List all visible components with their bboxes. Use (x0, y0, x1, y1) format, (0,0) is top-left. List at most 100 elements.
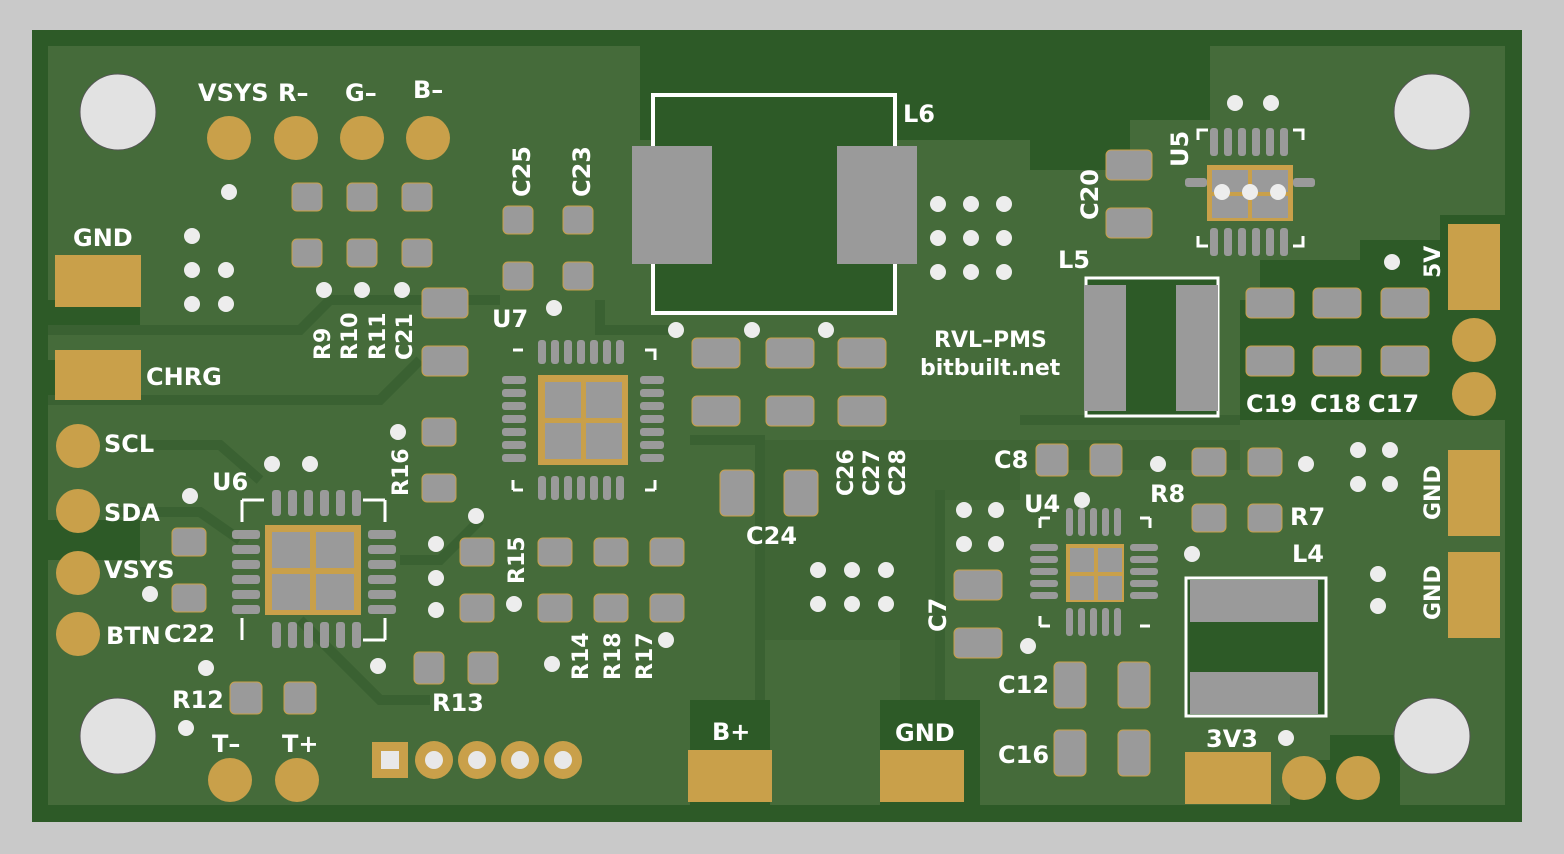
passive-component (421, 417, 457, 503)
designator-r7: R7 (1290, 503, 1325, 531)
via (1214, 184, 1230, 200)
smd-pad (537, 593, 573, 623)
via (988, 536, 1004, 552)
via (1263, 95, 1279, 111)
smd-pad (649, 537, 685, 567)
designator-l4: L4 (1292, 540, 1324, 568)
smd-pad (171, 527, 207, 557)
via (1150, 456, 1166, 472)
designator-c7: C7 (924, 598, 952, 632)
via (818, 322, 834, 338)
smd-pad (283, 681, 317, 715)
ic-pins (232, 128, 1315, 648)
smd-pad (291, 238, 323, 268)
smd-pad (1089, 443, 1123, 477)
via (1074, 492, 1090, 508)
ic-pin (1130, 544, 1158, 551)
via (468, 508, 484, 524)
ic-pin (272, 490, 281, 516)
pad-label-sda: SDA (104, 499, 160, 527)
designator-c19: C19 (1246, 390, 1297, 418)
via (544, 656, 560, 672)
smd-pad (953, 569, 1003, 601)
ic-pin (1266, 228, 1274, 256)
ic-pin (1066, 608, 1073, 636)
via (963, 264, 979, 280)
ic-pin (272, 622, 281, 648)
ic-pin (564, 476, 572, 500)
smd-pad (1035, 443, 1069, 477)
designator-c12: C12 (998, 671, 1049, 699)
ic-pin (590, 340, 598, 364)
designator-u5: U5 (1166, 131, 1194, 167)
ic-pin (502, 376, 526, 384)
ic-pin (1266, 128, 1274, 156)
smd-pad (1245, 287, 1295, 319)
via (184, 262, 200, 278)
designator-c20: C20 (1076, 169, 1104, 220)
mounting-hole (79, 73, 157, 151)
ic-pin (1252, 228, 1260, 256)
ic-pin (640, 415, 664, 423)
smd-pad (1105, 149, 1153, 181)
pad-label-gnd-right-1: GND (1421, 465, 1446, 520)
designator-r11: R11 (366, 312, 391, 360)
designator-u4: U4 (1024, 490, 1060, 518)
smd-pad (562, 205, 594, 235)
ic-pin (1130, 580, 1158, 587)
smd-pad (1117, 729, 1151, 777)
ic-pin (1185, 178, 1207, 187)
vias (142, 95, 1400, 746)
via (930, 230, 946, 246)
designator-c22: C22 (164, 620, 215, 648)
ic-pin (1030, 568, 1058, 575)
ic-pin (603, 476, 611, 500)
designator-r18: R18 (601, 632, 626, 680)
ic-pin (1102, 608, 1109, 636)
pad-label-gnd-right-2: GND (1421, 565, 1446, 620)
smd-pad (765, 337, 815, 369)
ic-pin (603, 340, 611, 364)
designator-c17: C17 (1368, 390, 1419, 418)
smd-pad (1053, 729, 1087, 777)
smd-pad (467, 651, 499, 685)
via (316, 282, 332, 298)
via (178, 720, 194, 736)
smd-pad (783, 469, 819, 517)
designator-c23: C23 (568, 146, 596, 197)
ic-pin (1078, 608, 1085, 636)
ic-pin (1252, 128, 1260, 156)
ic-pin (1280, 228, 1288, 256)
via (1278, 730, 1294, 746)
designator-r14: R14 (569, 632, 594, 680)
pad-label-t-plus: T+ (282, 730, 318, 758)
ic-pin (1224, 128, 1232, 156)
via (996, 230, 1012, 246)
designator-l5: L5 (1058, 246, 1090, 274)
pad-label-5v: 5V (1421, 246, 1446, 278)
via (963, 230, 979, 246)
designator-c27: C27 (860, 449, 885, 496)
passive-component (1105, 149, 1153, 239)
designator-r15: R15 (505, 536, 530, 584)
ic-u7 (511, 348, 657, 492)
ic-pin (577, 340, 585, 364)
ic-pin (1210, 128, 1218, 156)
smd-pad (837, 337, 887, 369)
smd-pad (502, 205, 534, 235)
ic-pin (640, 441, 664, 449)
ic-pin (1114, 608, 1121, 636)
via (1270, 184, 1286, 200)
smd-pad (1247, 503, 1283, 533)
passive-component (1380, 287, 1430, 377)
ic-pin (368, 605, 396, 614)
pad-label-g-minus: G– (345, 79, 377, 107)
ic-pin (1090, 608, 1097, 636)
smd-pad (421, 417, 457, 447)
smd-pad (459, 593, 495, 623)
ic-pin (1030, 556, 1058, 563)
ic-pin (564, 340, 572, 364)
smd-pad (953, 627, 1003, 659)
smd-pad (502, 261, 534, 291)
ic-pin (1078, 508, 1085, 536)
